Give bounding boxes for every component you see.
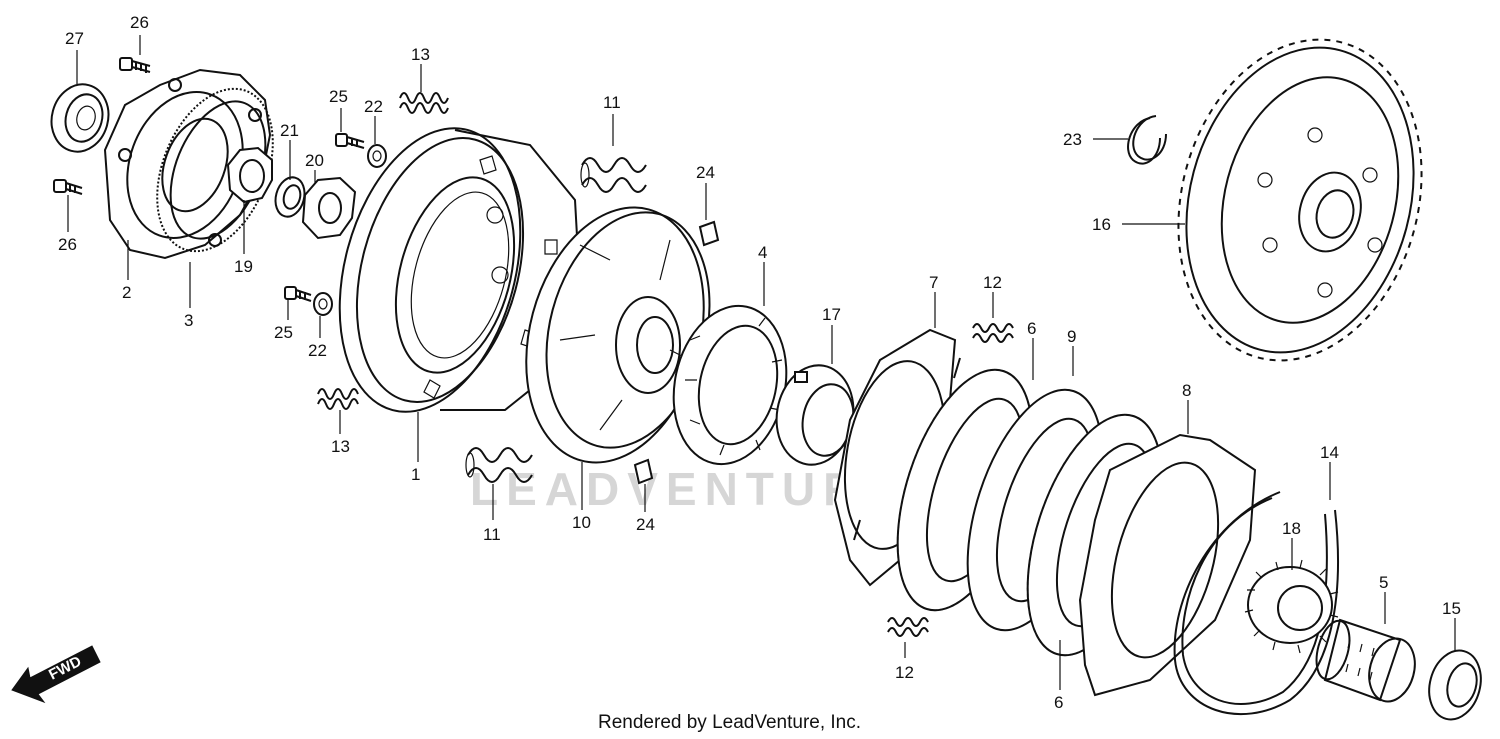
part-25-bolt-upper [335,133,365,149]
callout-13-lower: 13 [331,437,350,456]
callout-5: 5 [1379,573,1388,592]
part-26-bolt-upper [119,57,151,73]
part-18-gear [1244,559,1339,654]
callout-4: 4 [758,243,767,262]
part-11-spring-upper [580,157,647,193]
callout-11-lower: 11 [483,525,501,544]
callout-21: 21 [280,121,299,140]
callout-8: 8 [1182,381,1191,400]
part-4-one-way-clutch [672,304,788,466]
part-22-washer-upper [367,144,387,168]
callout-19: 19 [234,257,253,276]
callout-25-upper: 25 [329,87,348,106]
part-16-driven-gear [1177,38,1423,362]
part-12-spring-lower [887,617,929,637]
callouts: 27 26 26 2 3 19 21 20 25 22 25 22 13 13 … [58,13,1461,712]
part-25-bolt-lower [284,286,312,302]
part-5-needle-bearing [1315,618,1416,703]
callout-16: 16 [1092,215,1111,234]
callout-25-lower: 25 [274,323,293,342]
callout-26-lower: 26 [58,235,77,254]
callout-15: 15 [1442,599,1461,618]
part-27-bearing [50,83,110,153]
part-13-spring-upper [399,92,449,114]
callout-7: 7 [929,273,938,292]
part-12-spring-upper [972,323,1014,343]
callout-26-upper: 26 [130,13,149,32]
callout-10: 10 [572,513,591,532]
callout-1: 1 [411,465,420,484]
leader-lines [67,35,1456,690]
fwd-arrow-icon: FWD [11,645,101,704]
callout-17: 17 [822,305,841,324]
part-26-bolt-lower [53,179,83,195]
part-23-circlip [1127,115,1167,165]
callout-22-upper: 22 [364,97,383,116]
part-24-pin-upper [698,220,720,247]
callout-6-lower: 6 [1054,693,1063,712]
footer-credit: Rendered by LeadVenture, Inc. [598,712,861,733]
callout-27: 27 [65,29,84,48]
callout-9: 9 [1067,327,1076,346]
part-11-spring-lower [465,447,533,483]
callout-2: 2 [122,283,131,302]
callout-12-upper: 12 [983,273,1002,292]
callout-3: 3 [184,311,193,330]
part-15-seal [1428,649,1482,721]
part-22-washer-lower [313,292,333,316]
callout-22-lower: 22 [308,341,327,360]
part-20-lock-washer [301,176,357,240]
callout-11-upper: 11 [603,93,621,112]
part-2-cover [103,68,272,260]
callout-18: 18 [1282,519,1301,538]
part-21-washer [274,176,306,218]
callout-23: 23 [1063,130,1082,149]
callout-24-lower: 24 [636,515,655,534]
callout-12-lower: 12 [895,663,914,682]
part-1-clutch-drum [338,127,582,413]
watermark: LEADVENTURE [470,463,903,515]
callout-20: 20 [305,151,324,170]
callout-24-upper: 24 [696,163,715,182]
part-13-spring-lower [317,388,359,410]
callout-6-upper: 6 [1027,319,1036,338]
callout-14: 14 [1320,443,1339,462]
callout-13-upper: 13 [411,45,430,64]
part-24-pin-lower [633,458,654,485]
part-19-nut [226,146,273,204]
part-17-collar [775,364,855,466]
